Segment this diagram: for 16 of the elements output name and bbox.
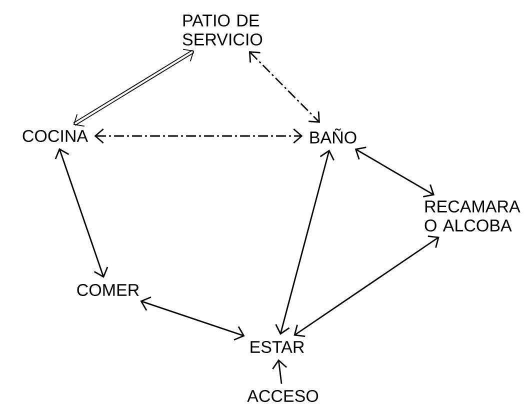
arrow: [54, 148, 108, 278]
arrow: [73, 48, 194, 127]
arrow: [294, 235, 440, 338]
room-label: COMER: [77, 284, 139, 296]
room-label: PATIO DE SERVICIO: [182, 14, 262, 46]
room-label: RECAMARA O ALCOBA: [424, 200, 520, 232]
room-label: ESTAR: [250, 340, 304, 354]
room-label: COCINA: [22, 130, 88, 142]
arrow: [94, 128, 303, 144]
arrow: [275, 150, 334, 335]
arrow: [248, 51, 320, 123]
room-label: BAÑO: [310, 128, 356, 144]
arrow: [272, 359, 288, 384]
room-label: ACCESO: [247, 390, 318, 402]
arrow: [354, 146, 435, 198]
arrow: [140, 296, 245, 341]
